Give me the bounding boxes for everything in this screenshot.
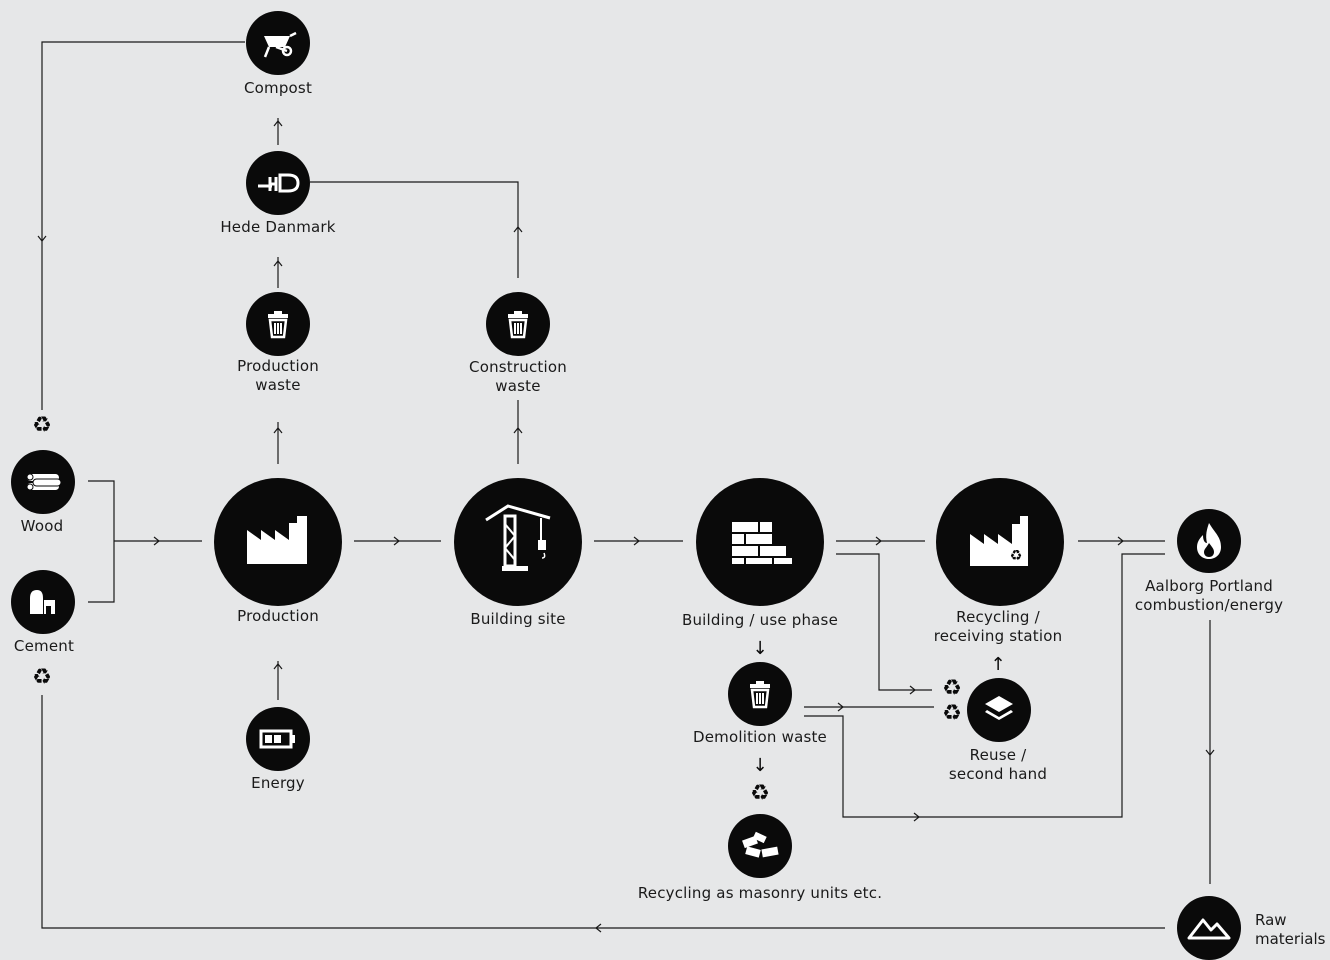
trash-icon: [268, 311, 288, 339]
hede-danmark-node[interactable]: [246, 151, 310, 215]
hede-danmark-label: Hede Danmark: [220, 218, 336, 236]
building-use-node[interactable]: [696, 478, 824, 606]
svg-text:♻: ♻: [1010, 548, 1023, 564]
recycling-factory-icon: ♻: [970, 516, 1028, 566]
factory-icon: [247, 516, 307, 564]
demolition-in-arrow: ↓: [752, 638, 768, 659]
building-site-node[interactable]: [454, 478, 582, 606]
aalborg-label-line1: Aalborg Portland: [1145, 577, 1273, 595]
recycling-station-label-line1: Recycling /: [956, 608, 1040, 626]
aalborg-label: Aalborg Portland combustion/energy: [1135, 577, 1283, 615]
cement-node[interactable]: [11, 570, 75, 634]
logs-icon: [26, 473, 62, 491]
production-waste-label-line2: waste: [255, 376, 301, 394]
production-label: Production: [237, 607, 319, 625]
energy-node[interactable]: [246, 707, 310, 771]
mountain-icon: [1187, 918, 1231, 940]
recycling-station-node[interactable]: ♻: [936, 478, 1064, 606]
layers-icon: [985, 696, 1013, 720]
production-waste-node[interactable]: [246, 292, 310, 356]
recycling-station-label: Recycling / receiving station: [934, 608, 1063, 646]
construction-waste-node[interactable]: [486, 292, 550, 356]
wood-node[interactable]: [11, 450, 75, 514]
aalborg-label-line2: combustion/energy: [1134, 596, 1284, 614]
production-waste-label-line1: Production: [237, 357, 319, 375]
raw-materials-label-line2: materials: [1255, 930, 1326, 948]
wood-recycle-icon: ♻: [32, 413, 52, 438]
trash-icon: [750, 681, 770, 709]
construction-waste-label-line1: Construction: [469, 358, 567, 376]
wood-label: Wood: [20, 517, 64, 535]
masonry-node[interactable]: [728, 814, 792, 878]
demolition-out-arrow: ↓: [752, 755, 768, 776]
production-waste-label: Production waste: [237, 357, 319, 395]
aalborg-node[interactable]: [1177, 509, 1241, 573]
building-site-label: Building site: [470, 610, 566, 628]
construction-waste-label-line2: waste: [495, 377, 541, 395]
reuse-recycle-icon-2: ♻: [942, 701, 962, 726]
hd-logo-icon: [258, 173, 300, 193]
energy-label: Energy: [251, 774, 305, 792]
bricks-icon: [732, 522, 792, 564]
reuse-label: Reuse / second hand: [949, 746, 1047, 784]
reuse-recycle-icon-1: ♻: [942, 676, 962, 701]
cement-silo-icon: [30, 590, 55, 614]
compost-node[interactable]: [246, 11, 310, 75]
compost-label: Compost: [243, 79, 313, 97]
reuse-node[interactable]: [967, 678, 1031, 742]
reuse-label-line1: Reuse /: [969, 746, 1027, 764]
flame-icon: [1197, 523, 1221, 559]
broken-bricks-icon: [742, 831, 779, 858]
reuse-label-line2: second hand: [948, 765, 1048, 783]
crane-icon: [485, 504, 551, 571]
trash-icon: [508, 311, 528, 339]
recycling-station-label-line2: receiving station: [933, 627, 1063, 645]
battery-icon: [259, 729, 295, 749]
raw-materials-label-line1: Raw: [1255, 911, 1287, 929]
raw-materials-node[interactable]: [1177, 896, 1241, 960]
production-node[interactable]: [214, 478, 342, 606]
cement-label: Cement: [13, 637, 75, 655]
masonry-recycle-icon: ♻: [750, 781, 770, 806]
construction-waste-label: Construction waste: [469, 358, 567, 396]
reuse-up-arrow: ↑: [990, 654, 1006, 675]
building-use-label: Building / use phase: [681, 611, 839, 629]
demolition-label: Demolition waste: [693, 728, 827, 746]
cement-recycle-icon: ♻: [32, 665, 52, 690]
demolition-node[interactable]: [728, 662, 792, 726]
raw-materials-label: Raw materials: [1255, 911, 1325, 949]
wheelbarrow-icon: [263, 31, 297, 58]
masonry-label: Recycling as masonry units etc.: [637, 884, 883, 902]
